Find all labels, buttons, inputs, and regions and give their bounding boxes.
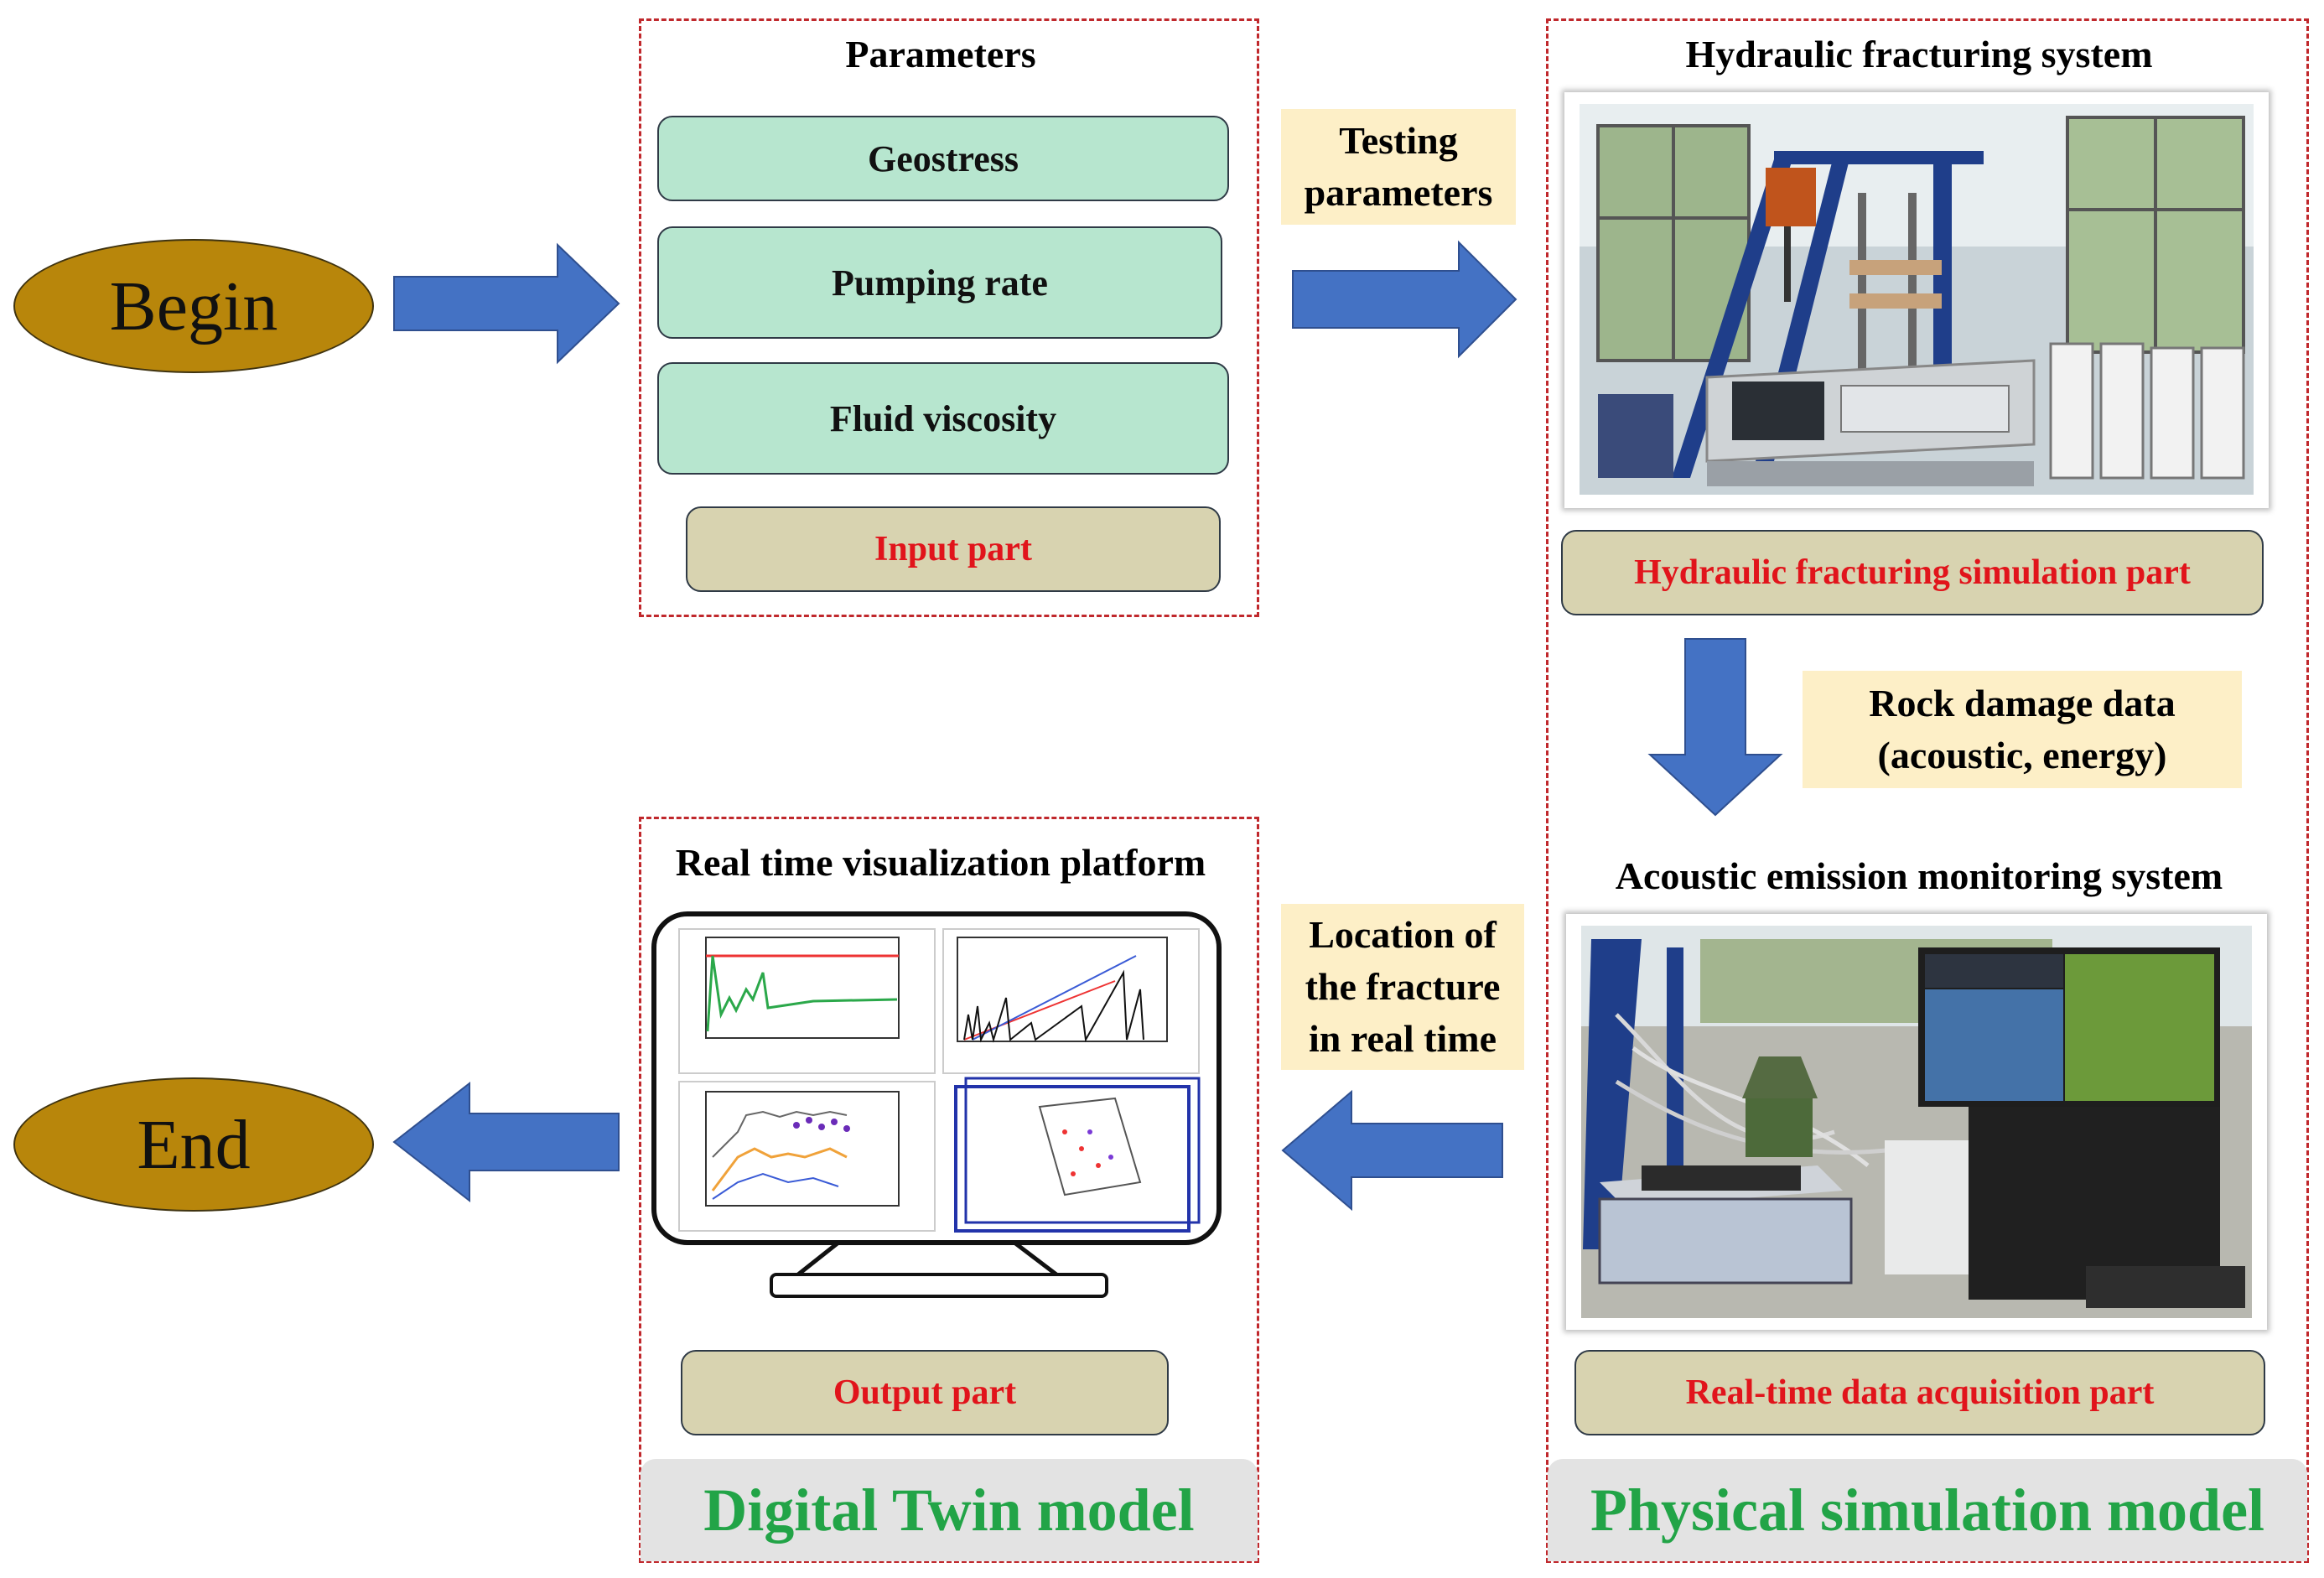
location-line-1: Location of <box>1309 913 1497 956</box>
visualization-platform-title: Real time visualization platform <box>675 841 1206 884</box>
testing-note-line-1: Testing <box>1339 119 1458 162</box>
arrow-fracturing-to-acoustic <box>1647 638 1783 817</box>
acquisition-part-label: Real-time data acquisition part <box>1685 1373 2155 1412</box>
acoustic-system-title: Acoustic emission monitoring system <box>1615 854 2223 897</box>
fracturing-simulation-part-label: Hydraulic fracturing simulation part <box>1634 553 2191 592</box>
location-note: Location of the fracture in real time <box>1281 904 1524 1070</box>
pumping-rate-label: Pumping rate <box>832 262 1048 304</box>
pressure-chart-thumbnail <box>678 928 936 1074</box>
testing-note-line-2: parameters <box>1304 171 1493 214</box>
digital-twin-section <box>639 817 1259 1563</box>
arrow-begin-to-input <box>393 242 620 365</box>
end-label: End <box>137 1105 251 1184</box>
acoustic-emission-photo <box>1566 914 2267 1330</box>
testing-parameters-note: Testing parameters <box>1281 109 1516 225</box>
rock-damage-line-1: Rock damage data <box>1869 682 2176 724</box>
pumping-rate-box: Pumping rate <box>657 226 1222 339</box>
geostress-box: Geostress <box>657 116 1229 201</box>
end-node: End <box>13 1077 374 1212</box>
input-part-box: Input part <box>686 506 1221 592</box>
geostress-label: Geostress <box>867 138 1019 179</box>
arrow-acoustic-to-digital <box>1281 1089 1503 1212</box>
visualization-monitor <box>651 911 1222 1298</box>
energy-chart-thumbnail <box>678 1081 936 1232</box>
begin-node: Begin <box>13 239 374 373</box>
physical-simulation-section <box>1546 18 2309 1563</box>
begin-label: Begin <box>109 267 278 345</box>
arrow-input-to-fracturing <box>1292 240 1517 359</box>
digital-model-label: Digital Twin model <box>641 1459 1258 1561</box>
fluid-viscosity-label: Fluid viscosity <box>829 397 1057 439</box>
fracture-location-3d-thumbnail <box>954 1077 1201 1233</box>
rock-damage-line-2: (acoustic, energy) <box>1877 734 2167 776</box>
location-line-3: in real time <box>1309 1017 1497 1060</box>
fracturing-simulation-part-box: Hydraulic fracturing simulation part <box>1561 530 2264 615</box>
rock-damage-note: Rock damage data (acoustic, energy) <box>1803 671 2242 788</box>
location-line-2: the fracture <box>1305 965 1501 1008</box>
physical-model-label: Physical simulation model <box>1548 1459 2307 1561</box>
fluid-viscosity-box: Fluid viscosity <box>657 362 1229 475</box>
output-part-box: Output part <box>681 1350 1169 1435</box>
acquisition-part-box: Real-time data acquisition part <box>1574 1350 2265 1435</box>
parameters-title: Parameters <box>845 33 1036 75</box>
output-part-label: Output part <box>833 1373 1017 1412</box>
fracturing-system-title: Hydraulic fracturing system <box>1685 33 2153 75</box>
input-section <box>639 18 1259 617</box>
hydraulic-fracturing-photo <box>1564 92 2269 508</box>
input-part-label: Input part <box>874 530 1032 568</box>
acoustic-count-chart-thumbnail <box>942 928 1200 1074</box>
arrow-digital-to-end <box>392 1081 620 1203</box>
